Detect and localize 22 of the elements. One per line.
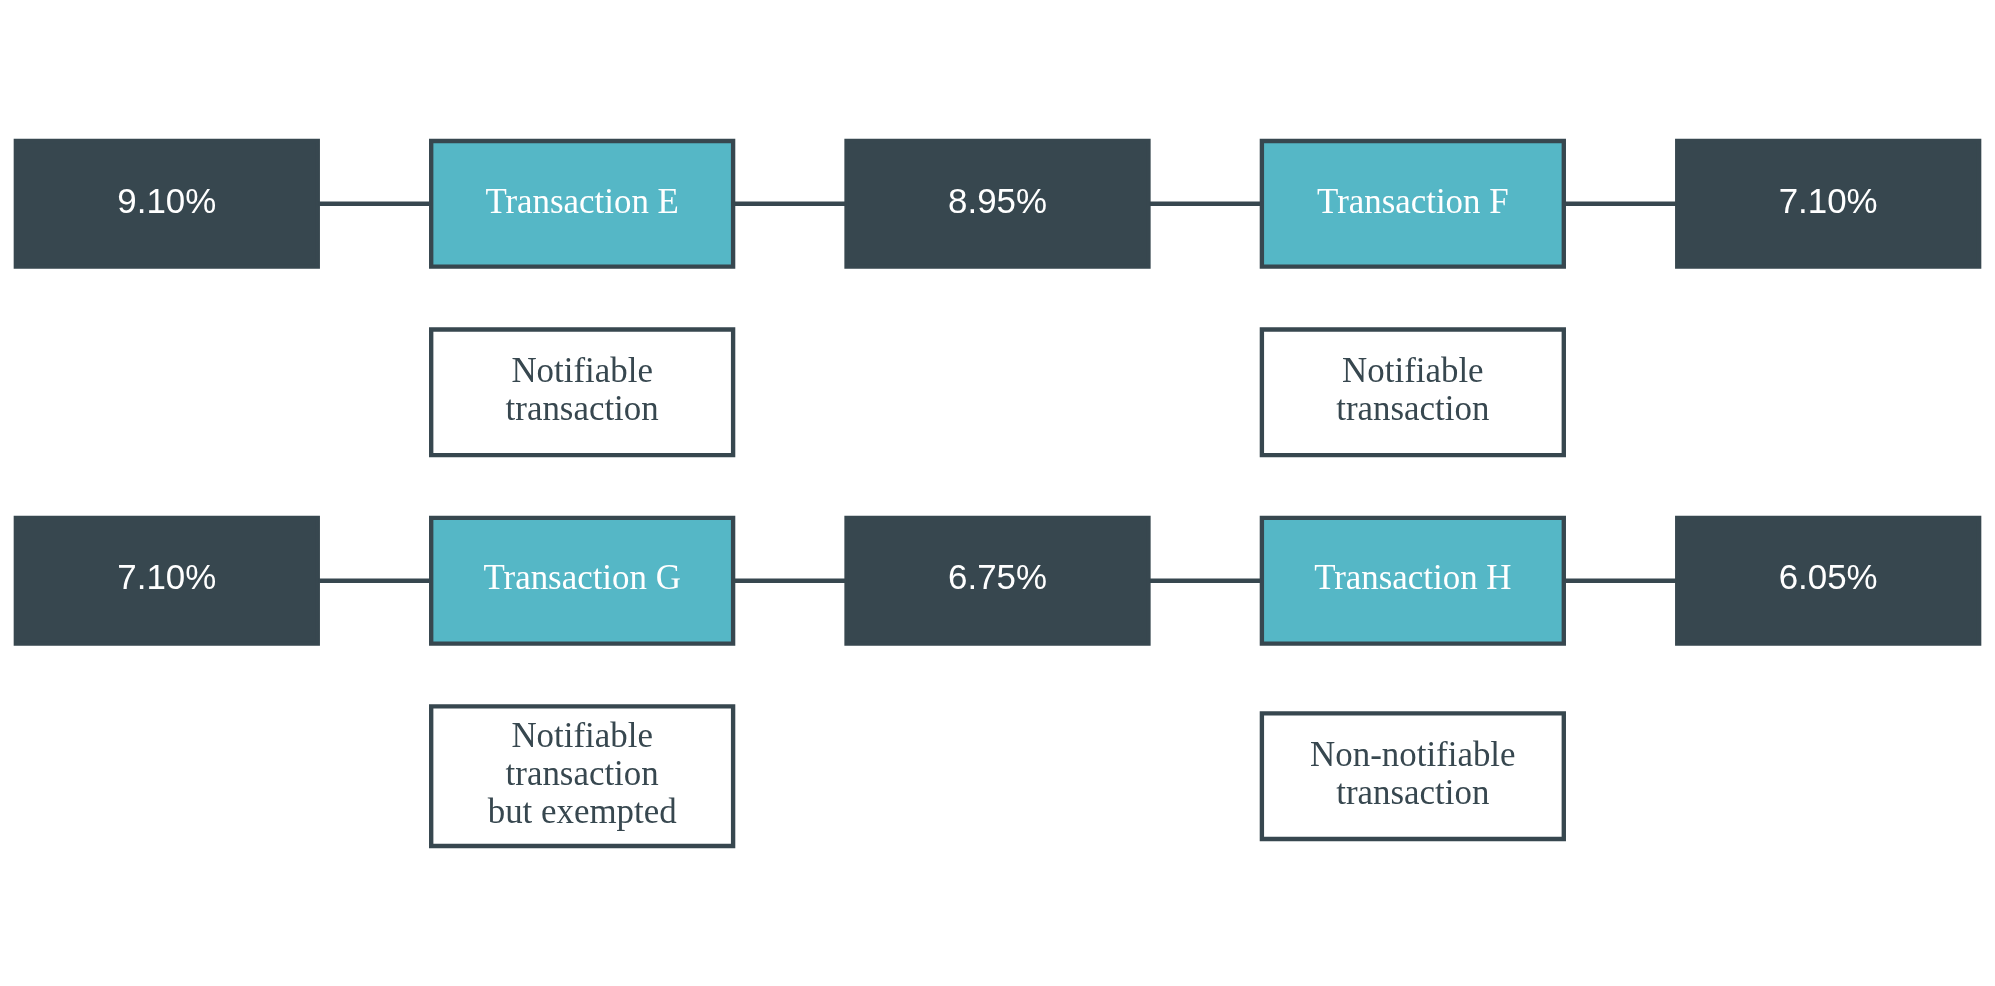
connector [1149, 201, 1262, 206]
node-box: 7.10% [1675, 138, 1982, 269]
connector [1564, 201, 1677, 206]
node-box: Notifiable transaction but exempted [429, 703, 736, 848]
connector [1149, 578, 1262, 583]
connector [733, 578, 847, 583]
connector [318, 201, 431, 206]
node-box: 8.95% [844, 138, 1151, 269]
node-box: 6.05% [1675, 515, 1982, 646]
node-box: 9.10% [13, 138, 320, 269]
connector [318, 578, 431, 583]
node-box: Transaction E [429, 138, 736, 269]
node-box: Transaction G [429, 515, 736, 646]
node-box: Transaction F [1259, 138, 1566, 269]
node-box: Non-notifiable transaction [1259, 710, 1566, 841]
node-box: Notifiable transaction [1259, 326, 1566, 457]
node-box: 7.10% [13, 515, 320, 646]
node-box: 6.75% [844, 515, 1151, 646]
node-box: Notifiable transaction [429, 326, 736, 457]
connector [1564, 578, 1677, 583]
connector [733, 201, 847, 206]
node-box: Transaction H [1259, 515, 1566, 646]
